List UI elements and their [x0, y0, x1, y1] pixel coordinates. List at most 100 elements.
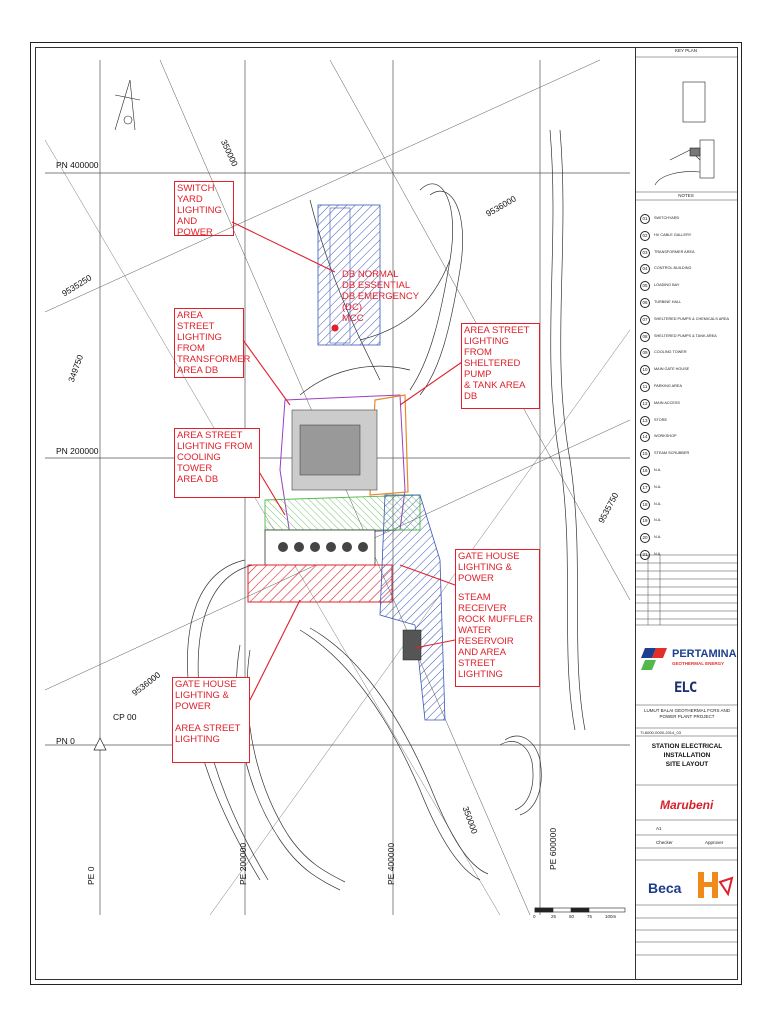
- note-text: STORE: [654, 417, 668, 422]
- note-text: N.A.: [654, 484, 662, 489]
- note-item: 14 WORKSHOP: [636, 429, 736, 444]
- note-text: N.A.: [654, 468, 662, 472]
- note-text: HV CABLE GALLERY: [654, 232, 692, 237]
- note-text: LOADING BAY: [654, 283, 680, 288]
- scale-tick-0: 0: [533, 914, 536, 919]
- beca-logo-text: Beca: [648, 880, 682, 896]
- note-number: 19: [640, 516, 650, 527]
- marubeni-logo-text: Marubeni: [660, 798, 714, 812]
- project-name: LUMUT BALAI GEOTHERMAL FCRS AND POWER PL…: [643, 708, 731, 719]
- callout-gate-house-right-text: GATE HOUSE LIGHTING & POWER: [458, 551, 520, 584]
- note-text: N.A.: [654, 535, 662, 540]
- drawing-frame: [35, 47, 738, 980]
- note-number: 20: [640, 533, 650, 544]
- note-text: N.A.: [654, 501, 662, 506]
- elc-logo-text: ELC: [674, 680, 697, 696]
- note-number: 13: [640, 415, 650, 426]
- note-text: N.A.: [654, 552, 662, 556]
- steam-receiver-blue-hatch: [379, 494, 446, 721]
- note-text: WORKSHOP: [654, 434, 677, 439]
- steam-receiver: [402, 629, 422, 661]
- note-text: TURBINE HALL: [654, 300, 682, 304]
- note-text: MAIN GATE HOUSE: [654, 367, 690, 372]
- note-item: 03 TRANSFORMER AREA: [636, 245, 736, 260]
- drawing-title: STATION ELECTRICAL INSTALLATION SITE LAY…: [651, 743, 723, 768]
- h-logo-icon: [698, 872, 734, 898]
- callout-db-list: DB NORMAL DB ESSENTIAL DB EMERGENCY (DC)…: [342, 269, 419, 324]
- note-number: 17: [640, 482, 650, 493]
- note-item: 17 N.A.: [636, 480, 736, 495]
- note-item: 21 N.A.: [636, 547, 736, 562]
- note-number: 04: [640, 264, 650, 275]
- note-number: 21: [640, 550, 650, 560]
- note-number: 11: [640, 382, 650, 392]
- note-text: N.A.: [654, 518, 662, 523]
- grid-label-pe0: PE 0: [86, 866, 96, 885]
- scale-tick-25: 25: [551, 914, 557, 919]
- note-number: 12: [640, 398, 650, 409]
- callout-sheltered-pump: AREA STREET LIGHTING FROM SHELTERED PUMP…: [461, 323, 540, 409]
- scale-tick-50: 50: [569, 914, 575, 919]
- note-item: 20 N.A.: [636, 530, 736, 545]
- callout-gate-house-steam: GATE HOUSE LIGHTING & POWER STEAM RECEIV…: [455, 549, 540, 687]
- note-item: 15 STEAM SCRUBBER: [636, 446, 736, 461]
- key-plan-heading: KEY PLAN: [675, 48, 697, 53]
- grid-label-pe600000: PE 600000: [548, 827, 558, 870]
- note-number: 06: [640, 298, 650, 308]
- note-item: 06 TURBINE HALL: [636, 295, 736, 310]
- note-item: 05 LOADING BAY: [636, 278, 736, 293]
- callout-switch-yard: SWITCH YARD LIGHTING AND POWER: [174, 181, 234, 238]
- callout-transformer-area: AREA STREET LIGHTING FROM TRANSFORMER AR…: [174, 308, 250, 378]
- north-arrow-icon: [114, 79, 141, 131]
- checker-label: Checker: [656, 840, 673, 845]
- key-plan-drawing: [654, 81, 715, 186]
- note-item: 09 COOLING TOWER: [636, 345, 736, 360]
- note-item: 07 SHELTERED PUMPS & CHEMICALS AREA: [636, 312, 736, 327]
- parking-red-hatch: [247, 564, 393, 603]
- callout-steam-text: STEAM RECEIVER ROCK MUFFLER WATER RESERV…: [458, 592, 533, 680]
- grid-label-pn0: PN 0: [56, 736, 75, 746]
- pertamina-logo-text: PERTAMINA: [672, 648, 737, 660]
- note-item: 16 N.A.: [636, 463, 736, 478]
- callout-leaders: [231, 221, 463, 701]
- note-item: 08 SHELTERED PUMPS & TANK AREA: [636, 329, 736, 344]
- document-number: TI-6000-0000-2014_03: [640, 730, 681, 735]
- note-number: 02: [640, 230, 650, 241]
- note-number: 15: [640, 449, 650, 460]
- switchyard-area: [317, 204, 381, 346]
- note-text: SHELTERED PUMPS & CHEMICALS AREA: [654, 316, 730, 321]
- grid-label-pe400000: PE 400000: [386, 842, 396, 885]
- note-number: 18: [640, 499, 650, 510]
- note-text: STEAM SCRUBBER: [654, 451, 690, 456]
- note-number: 05: [640, 281, 650, 292]
- note-number: 14: [640, 432, 650, 443]
- note-number: 10: [640, 365, 650, 376]
- grid-label-pn400000: PN 400000: [56, 160, 99, 170]
- note-number: 03: [640, 247, 650, 258]
- pertamina-logo-icon: [641, 648, 667, 670]
- note-number: 16: [640, 466, 650, 476]
- notes-heading: NOTES: [678, 193, 694, 198]
- note-item: 04 CONTROL BUILDING: [636, 261, 736, 276]
- note-number: 08: [640, 331, 650, 342]
- scale-tick-100m: 100m: [605, 914, 617, 919]
- pertamina-logo-subtext: GEOTHERMAL ENERGY: [672, 661, 725, 666]
- grid-marker-cp00: [93, 737, 107, 751]
- sheet-size: A1: [656, 826, 662, 831]
- note-text: SHELTERED PUMPS & TANK AREA: [654, 333, 717, 338]
- note-number: 09: [640, 348, 650, 359]
- note-item: 10 MAIN GATE HOUSE: [636, 362, 736, 377]
- note-text: CONTROL BUILDING: [654, 266, 692, 271]
- note-text: TRANSFORMER AREA: [654, 249, 695, 254]
- grid-label-cp00: CP 00: [113, 712, 137, 722]
- callout-gate-house-left: GATE HOUSE LIGHTING & POWER AREA STREET …: [172, 677, 250, 763]
- note-item: 19 N.A.: [636, 513, 736, 528]
- note-number: 07: [640, 314, 650, 325]
- note-text: COOLING TOWER: [654, 350, 687, 355]
- approver-label: Approver: [705, 840, 724, 845]
